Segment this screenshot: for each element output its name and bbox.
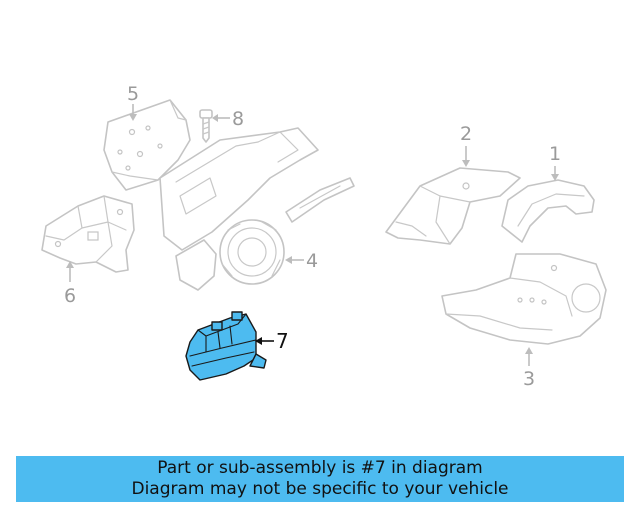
callout-6: 6 [64,261,76,307]
callout-2-label: 2 [460,123,472,145]
callout-7: 7 [255,329,289,353]
part-7-highlighted-module[interactable] [185,311,267,381]
callout-2: 2 [460,123,472,167]
callout-4: 4 [285,250,318,272]
part-3-lower-shroud[interactable] [441,253,607,345]
callout-3: 3 [523,347,535,390]
part-4-switch-assembly[interactable] [159,127,355,291]
callout-7-label: 7 [276,329,289,353]
part-1-switch-cover[interactable] [501,179,595,243]
callout-1: 1 [549,143,561,181]
callout-8-label: 8 [232,108,244,130]
part-2-upper-shroud[interactable] [385,167,521,245]
callout-5-label: 5 [127,83,139,105]
callout-4-label: 4 [306,250,318,272]
parts-diagram: 5 8 6 [41,83,607,390]
banner-line-2: Diagram may not be specific to your vehi… [131,479,509,499]
banner-line-1: Part or sub-assembly is #7 in diagram [157,458,483,478]
info-banner: Part or sub-assembly is #7 in diagram Di… [16,456,624,502]
part-6-bracket[interactable] [41,195,135,273]
callout-3-label: 3 [523,368,535,390]
part-5-bracket-plate[interactable] [103,99,191,191]
callout-1-label: 1 [549,143,561,165]
callout-8: 8 [212,108,244,130]
callout-5: 5 [127,83,139,121]
callout-6-label: 6 [64,285,76,307]
part-8-bolt[interactable] [199,109,213,143]
